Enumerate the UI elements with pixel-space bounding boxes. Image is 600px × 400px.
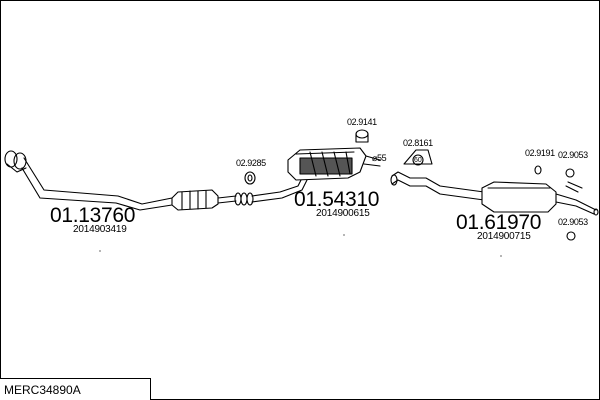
accessory-label-b: 02.9141 <box>347 117 377 127</box>
oem-number-2: 2014900615 <box>316 208 370 219</box>
part-number-2: 01.54310 <box>294 188 380 211</box>
accessory-label-e: 02.9053 <box>558 150 588 160</box>
accessory-label-d: 02.9191 <box>525 148 555 158</box>
oem-number-1: 2014903419 <box>73 224 127 235</box>
middle-silencer <box>287 147 381 181</box>
accessory-e-ring <box>565 168 575 178</box>
oem-number-3: 2014900715 <box>477 231 531 242</box>
part-number-3: 01.61970 <box>456 211 542 234</box>
kit-code-box: MERC34890A <box>0 378 151 400</box>
accessory-a-ring <box>244 171 256 185</box>
rear-silencer <box>481 181 599 216</box>
rear-pipe <box>390 171 485 201</box>
accessory-d-ring <box>534 165 542 175</box>
front-pipe <box>4 150 173 211</box>
accessory-label-c: 02.8161 <box>403 138 433 148</box>
accessory-label-f: 02.9053 <box>558 217 588 227</box>
accessory-c-clamp <box>403 149 433 166</box>
accessory-b-hanger <box>355 129 369 143</box>
clamp-size-label: 60 <box>414 157 422 164</box>
accessory-f-ring <box>566 231 576 241</box>
part-number-1: 01.13760 <box>50 204 136 227</box>
accessory-label-a: 02.9285 <box>236 158 266 168</box>
kit-code: MERC34890A <box>4 383 81 397</box>
pipe-diameter-label: ⌀55 <box>372 153 387 163</box>
catalytic-converter <box>171 189 237 211</box>
